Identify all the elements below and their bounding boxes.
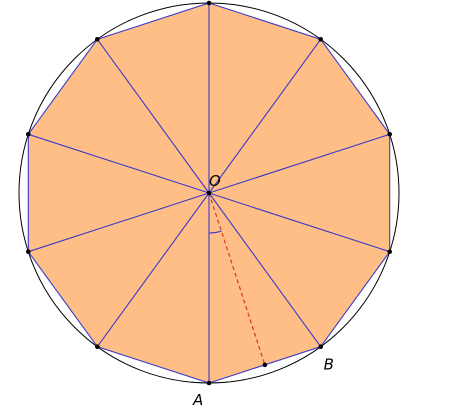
center-label: O [209, 172, 221, 190]
radii-group [28, 3, 390, 383]
radius-line [208, 192, 390, 253]
vertex-points [26, 0, 393, 386]
radius-line [208, 133, 390, 194]
vertex-point [26, 131, 31, 137]
radius-line [28, 133, 210, 194]
vertex-point [387, 131, 393, 137]
radius-line [96, 38, 210, 194]
vertex-point [26, 249, 31, 255]
vertex-point [206, 0, 212, 6]
center-point [206, 190, 212, 196]
vertex-point [95, 344, 100, 350]
angle-arc [208, 230, 222, 234]
vertex-point [318, 344, 323, 350]
radius-line [28, 192, 210, 253]
point-b-label: B [324, 356, 334, 374]
radius-line [208, 38, 322, 194]
radius-line [96, 192, 210, 348]
vertex-point [318, 36, 323, 42]
apothem-foot-point [262, 362, 268, 368]
vertex-point [95, 36, 100, 42]
vertex-point [387, 249, 393, 255]
radius-line [208, 192, 322, 348]
vertex-point [206, 380, 212, 386]
apothem-dashed-line [208, 192, 266, 366]
vertex-a-label: A [192, 391, 203, 409]
